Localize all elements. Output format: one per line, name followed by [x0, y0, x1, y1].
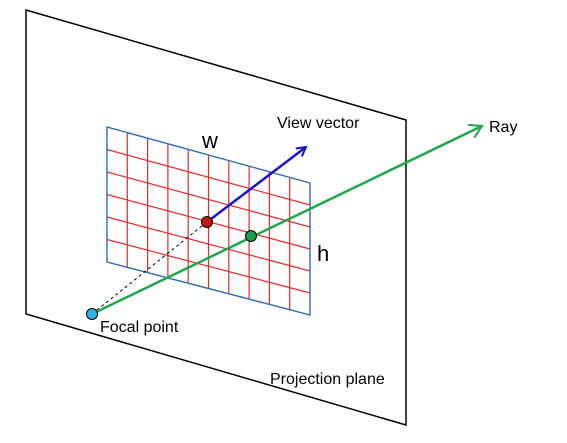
grid-row-line [106, 216, 311, 272]
projection-plane [25, 9, 407, 427]
grid-border [106, 126, 311, 316]
grid-row-line [106, 148, 311, 206]
view-vector-arrow [206, 147, 306, 223]
focal-to-center-dashed-line [91, 221, 208, 315]
pixel-grid [106, 126, 311, 316]
grid-row-line [106, 171, 311, 228]
ray-line [91, 123, 484, 316]
ray-intersection-point [245, 230, 257, 242]
height-label: h [317, 241, 329, 266]
projection-plane-label: Projection plane [270, 371, 385, 388]
focal-point-label: Focal point [100, 319, 179, 336]
view-vector-label: View vector [277, 115, 360, 132]
width-label: w [201, 128, 218, 153]
grid-row-line [106, 238, 311, 294]
focal-point-marker [86, 308, 98, 320]
view-origin-point [201, 216, 213, 228]
ray-label: Ray [489, 119, 517, 136]
